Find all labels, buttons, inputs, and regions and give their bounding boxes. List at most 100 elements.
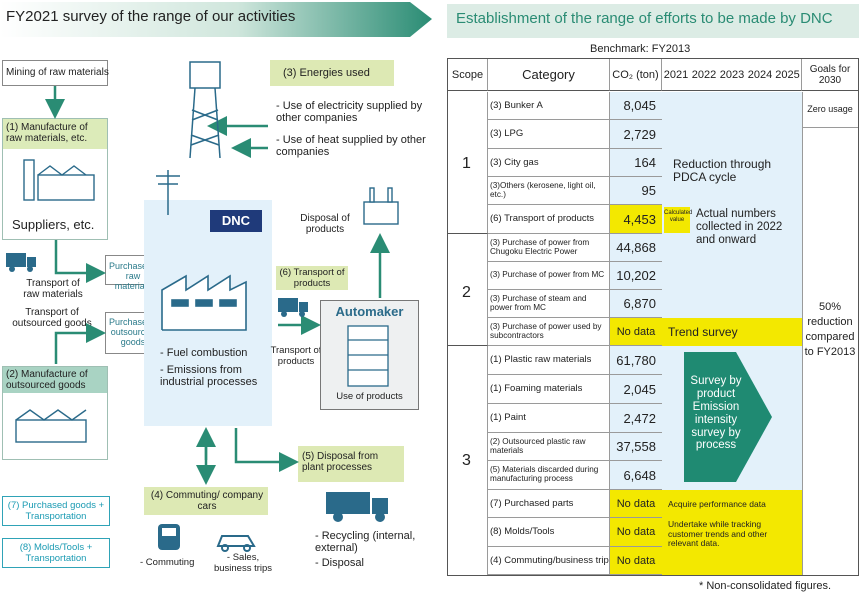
outsourced-factory-icon bbox=[15, 409, 87, 443]
survey-arrow-shape bbox=[684, 352, 772, 482]
right-title: Establishment of the range of efforts to… bbox=[456, 10, 833, 27]
commuting-box bbox=[144, 487, 268, 515]
disposal-plant-icon bbox=[363, 187, 399, 225]
category-cell: (1) Foaming materials bbox=[488, 375, 610, 404]
dnc-factory-icon bbox=[161, 274, 247, 331]
co2-value-cell: 2,729 bbox=[610, 120, 662, 149]
recycling-label: - Recycling (internal, external) bbox=[315, 530, 416, 555]
transport-raw-label: Transport of raw materials bbox=[23, 278, 83, 301]
truck-icon-raw bbox=[6, 253, 36, 272]
header-year-2021: 2021 bbox=[662, 59, 690, 91]
category-cell: (1) Paint bbox=[488, 404, 610, 433]
scope-1-cell bbox=[448, 92, 488, 234]
co2-value-cell: 10,202 bbox=[610, 262, 662, 290]
energy-item-heat: - Use of heat supplied by other companie… bbox=[276, 134, 426, 159]
suppliers-factory-icon bbox=[23, 159, 95, 201]
suppliers-label: Suppliers, etc. bbox=[12, 217, 95, 232]
molds-tools-label: (8) Molds/Tools + Transportation bbox=[19, 542, 93, 564]
disposal-plant-label: (5) Disposal from plant processes bbox=[302, 451, 379, 474]
dnc-fuel-combustion: - Fuel combustion bbox=[160, 347, 248, 359]
category-cell: (3) City gas bbox=[488, 149, 610, 177]
calculated-value-badge bbox=[664, 207, 690, 233]
co2-value-cell: No data bbox=[610, 518, 662, 547]
mining-label: Mining of raw materials bbox=[6, 67, 109, 78]
scope-2-number: 2 bbox=[462, 284, 471, 301]
use-of-products-label: Use of products bbox=[336, 391, 403, 402]
co2-value-cell: No data bbox=[610, 490, 662, 518]
manufacture-raw-label: (1) Manufacture of raw materials, etc. bbox=[6, 122, 88, 145]
scope-3-cell bbox=[448, 346, 488, 575]
category-cell: (3) Bunker A bbox=[488, 92, 610, 120]
energies-used-label: (3) Energies used bbox=[283, 67, 370, 79]
pdca-band bbox=[662, 92, 802, 318]
disposal-plant-box bbox=[298, 446, 404, 482]
mining-box bbox=[2, 60, 108, 86]
purchase-outsourced-label: Purchase of outsourced goods bbox=[108, 317, 158, 348]
scope-3-number: 3 bbox=[462, 452, 471, 469]
manufacture-outsourced-header bbox=[3, 367, 107, 393]
table-frame bbox=[447, 58, 859, 576]
commuting-cars-label: (4) Commuting/ company cars bbox=[150, 490, 264, 513]
purchased-goods-label: (7) Purchased goods + Transportation bbox=[7, 500, 105, 522]
transport-outsourced-label: Transport of outsourced goods bbox=[12, 307, 92, 330]
left-title: FY2021 survey of the range of our activi… bbox=[6, 8, 296, 25]
automaker-building-icon bbox=[347, 325, 389, 387]
goal-50-label: 50% reduction compared to FY2013 bbox=[804, 301, 856, 358]
co2-value-cell: 61,780 bbox=[610, 346, 662, 375]
goal-cell bbox=[802, 128, 858, 575]
header-goals: Goals for 2030 bbox=[802, 59, 858, 91]
zero-usage-label: Zero usage bbox=[807, 104, 853, 114]
truck-icon-products bbox=[278, 298, 308, 317]
garbage-truck-icon bbox=[326, 492, 388, 522]
co2-value-cell: No data bbox=[610, 547, 662, 575]
arrow-raw-to-purchase bbox=[54, 240, 106, 283]
category-cell: (1) Plastic raw materials bbox=[488, 346, 610, 375]
disposal-label: - Disposal bbox=[315, 557, 364, 569]
scope-1-number: 1 bbox=[462, 155, 471, 172]
co2-value-cell: 37,558 bbox=[610, 433, 662, 461]
header-year-2023: 2023 bbox=[718, 59, 746, 91]
arrow-to-plant-disposal bbox=[234, 428, 299, 472]
power-tower-icon bbox=[189, 61, 221, 159]
category-cell: (3) Purchase of power used by subcontrac… bbox=[488, 318, 610, 346]
co2-value-cell: 6,648 bbox=[610, 461, 662, 490]
header-scope: Scope bbox=[448, 59, 488, 91]
co2-value-cell: 6,870 bbox=[610, 290, 662, 318]
category-cell: (3) LPG bbox=[488, 120, 610, 149]
right-banner bbox=[447, 4, 859, 38]
zero-usage-cell bbox=[802, 92, 858, 128]
header-category: Category bbox=[488, 59, 610, 91]
arrow-outsourced-to-purchase bbox=[54, 323, 106, 364]
trend-survey-label: Trend survey bbox=[668, 325, 738, 339]
energies-used-box bbox=[270, 60, 394, 86]
co2-value-cell: 8,045 bbox=[610, 92, 662, 120]
manufacture-outsourced-label: (2) Manufacture of outsourced goods bbox=[6, 369, 88, 392]
train-icon bbox=[158, 524, 180, 550]
commuting-label: - Commuting bbox=[140, 557, 195, 568]
transport-products-heading: (6) Transport of products bbox=[279, 267, 345, 289]
co2-value-cell: 95 bbox=[610, 177, 662, 205]
dnc-industrial-emissions: - Emissions from industrial processes bbox=[160, 364, 258, 389]
acquire-label: Acquire performance data bbox=[668, 499, 766, 509]
survey-arrow-label: Survey by product Emission intensity sur… bbox=[690, 375, 742, 452]
co2-value-cell: 2,045 bbox=[610, 375, 662, 404]
co2-value-cell: 4,453 bbox=[610, 205, 662, 234]
purchased-goods-box bbox=[2, 496, 110, 526]
calculated-value-label: Calculated value bbox=[664, 210, 693, 223]
dnc-badge: DNC bbox=[210, 210, 262, 232]
category-cell: (3)Others (kerosene, light oil, etc.) bbox=[488, 177, 610, 205]
automaker-title: Automaker bbox=[335, 304, 404, 319]
scope-2-cell bbox=[448, 234, 488, 346]
acquire-block bbox=[662, 490, 802, 575]
category-cell: (6) Transport of products bbox=[488, 205, 610, 234]
category-cell: (5) Materials discarded during manufactu… bbox=[488, 461, 610, 490]
utility-pole-icon bbox=[156, 170, 180, 215]
co2-value-cell: 2,472 bbox=[610, 404, 662, 433]
co2-value-cell: No data bbox=[610, 318, 662, 346]
left-banner-arrow bbox=[0, 2, 432, 37]
footnote: * Non-consolidated figures. bbox=[699, 580, 832, 592]
header-year-2024: 2024 bbox=[746, 59, 774, 91]
